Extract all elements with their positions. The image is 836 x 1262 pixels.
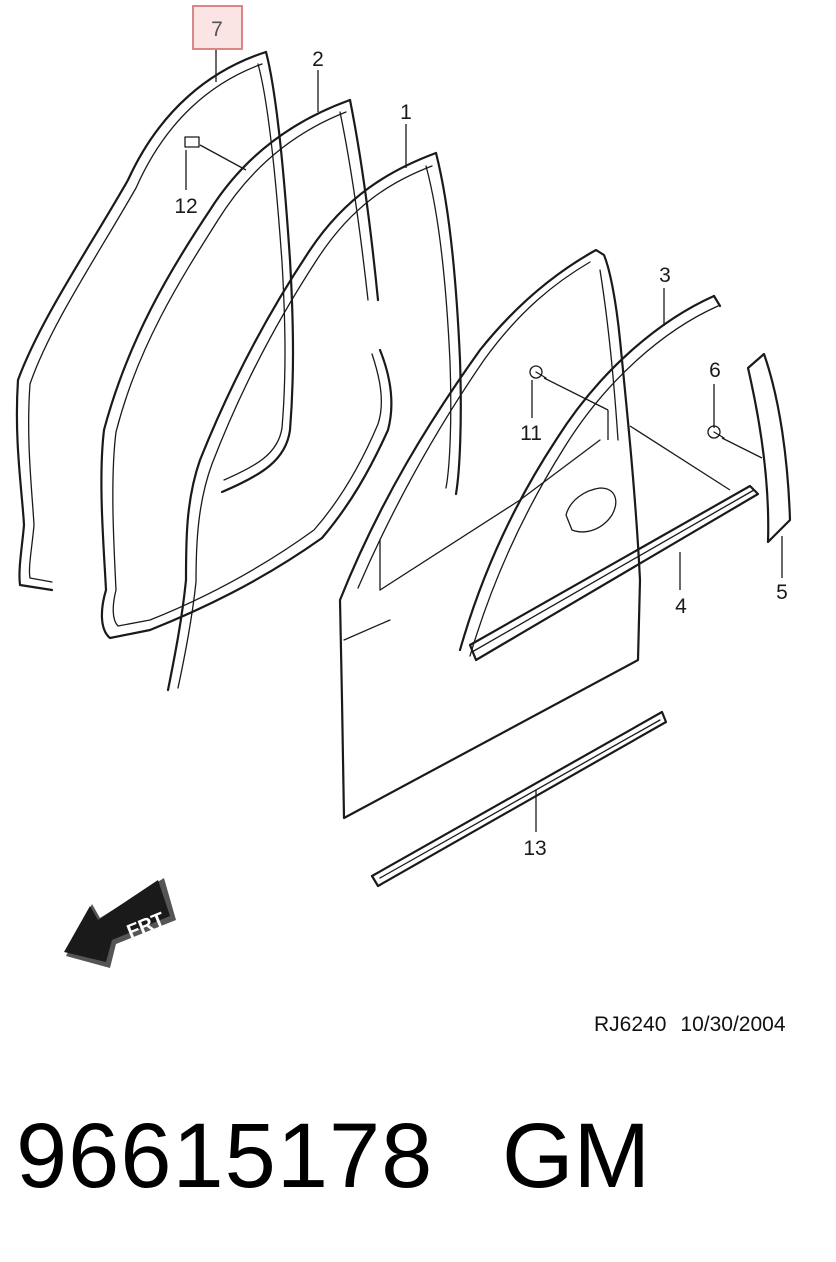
callout-5[interactable]: 5 bbox=[776, 581, 788, 604]
seal-inner-part-1 bbox=[166, 151, 462, 692]
front-direction-arrow-icon: FRT bbox=[64, 878, 176, 968]
pillar-trim-part-5 bbox=[746, 352, 792, 544]
callout-11[interactable]: 11 bbox=[520, 422, 542, 445]
leader-lines bbox=[185, 50, 783, 832]
callout-13[interactable]: 13 bbox=[523, 837, 546, 860]
molding-lower-part-13 bbox=[370, 710, 668, 888]
callout-2[interactable]: 2 bbox=[312, 48, 324, 71]
molding-upper-part-3 bbox=[458, 294, 722, 657]
door-panel bbox=[338, 248, 642, 820]
screw-part-11 bbox=[529, 365, 547, 379]
reference-code: RJ6240 bbox=[594, 1013, 667, 1036]
clip-part-12 bbox=[184, 136, 200, 148]
reference-date: 10/30/2004 bbox=[680, 1013, 786, 1036]
weatherstrip-outer-part-7 bbox=[15, 50, 295, 592]
brand-name: GM bbox=[502, 1105, 651, 1207]
diagram-reference: RJ6240 10/30/2004 bbox=[594, 1013, 786, 1037]
callout-12[interactable]: 12 bbox=[174, 195, 197, 218]
molding-beltline-part-4 bbox=[468, 484, 760, 662]
highlight-box-callout-7 bbox=[192, 5, 243, 50]
part-number: 96615178 bbox=[16, 1105, 434, 1207]
callout-1[interactable]: 1 bbox=[400, 101, 412, 124]
callout-7[interactable]: 7 bbox=[211, 18, 223, 41]
seal-middle-part-2 bbox=[100, 98, 393, 640]
callout-3[interactable]: 3 bbox=[659, 264, 671, 287]
callout-6[interactable]: 6 bbox=[709, 359, 721, 382]
callout-4[interactable]: 4 bbox=[675, 595, 687, 618]
screw-part-6 bbox=[707, 425, 725, 439]
